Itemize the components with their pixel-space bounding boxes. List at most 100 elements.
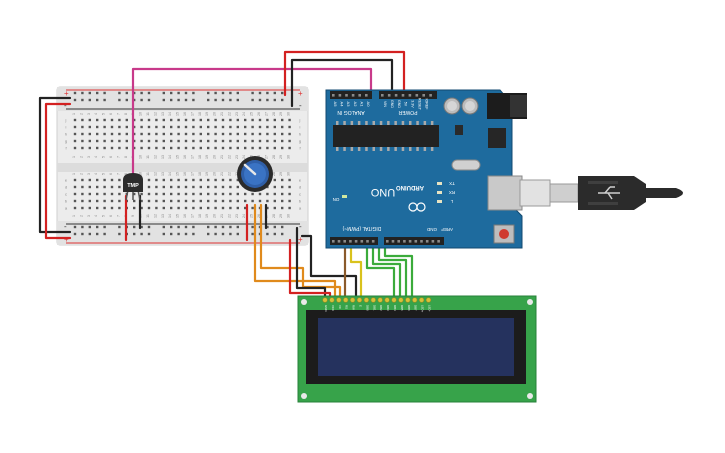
- grid-hole[interactable]: [177, 185, 180, 189]
- rail-hole[interactable]: [147, 91, 151, 95]
- rail-hole[interactable]: [221, 98, 225, 102]
- grid-hole[interactable]: [177, 178, 180, 182]
- grid-hole[interactable]: [221, 132, 225, 136]
- grid-hole[interactable]: [214, 146, 217, 150]
- grid-hole[interactable]: [162, 206, 165, 210]
- grid-hole[interactable]: [281, 185, 284, 189]
- grid-hole[interactable]: [244, 146, 247, 150]
- power-header[interactable]: [379, 91, 437, 99]
- rail-hole[interactable]: [184, 232, 188, 236]
- grid-hole[interactable]: [110, 206, 114, 210]
- header-pin[interactable]: [366, 240, 369, 243]
- grid-hole[interactable]: [244, 139, 247, 143]
- grid-hole[interactable]: [251, 125, 254, 129]
- grid-hole[interactable]: [147, 192, 151, 196]
- header-pin[interactable]: [420, 240, 423, 243]
- grid-hole[interactable]: [170, 192, 173, 196]
- rail-hole[interactable]: [273, 225, 276, 229]
- rail-hole[interactable]: [140, 225, 143, 229]
- grid-hole[interactable]: [170, 178, 173, 182]
- grid-hole[interactable]: [192, 132, 195, 136]
- grid-hole[interactable]: [273, 118, 276, 122]
- rail-hole[interactable]: [251, 225, 254, 229]
- grid-hole[interactable]: [251, 132, 254, 136]
- header-pin[interactable]: [431, 240, 435, 243]
- lcd-pin[interactable]: [343, 297, 349, 303]
- grid-hole[interactable]: [96, 118, 99, 122]
- grid-hole[interactable]: [133, 118, 136, 122]
- grid-hole[interactable]: [170, 125, 173, 129]
- rail-hole[interactable]: [177, 91, 180, 95]
- header-pin[interactable]: [386, 240, 389, 243]
- grid-hole[interactable]: [236, 192, 239, 196]
- header-pin[interactable]: [391, 240, 395, 243]
- grid-hole[interactable]: [133, 125, 136, 129]
- grid-hole[interactable]: [103, 178, 106, 182]
- rail-hole[interactable]: [73, 98, 77, 102]
- grid-hole[interactable]: [73, 125, 77, 129]
- rail-hole[interactable]: [273, 91, 276, 95]
- header-pin[interactable]: [351, 94, 355, 97]
- rail-hole[interactable]: [81, 98, 84, 102]
- rail-hole[interactable]: [236, 98, 239, 102]
- grid-hole[interactable]: [155, 185, 158, 189]
- grid-hole[interactable]: [229, 146, 232, 150]
- grid-hole[interactable]: [81, 206, 84, 210]
- grid-hole[interactable]: [192, 206, 195, 210]
- grid-hole[interactable]: [96, 139, 99, 143]
- grid-hole[interactable]: [229, 139, 232, 143]
- rail-hole[interactable]: [73, 232, 77, 236]
- grid-hole[interactable]: [140, 118, 143, 122]
- rail-hole[interactable]: [281, 98, 284, 102]
- rail-hole[interactable]: [103, 232, 106, 236]
- grid-hole[interactable]: [281, 146, 284, 150]
- rail-hole[interactable]: [221, 91, 225, 95]
- rail-hole[interactable]: [273, 232, 276, 236]
- rail-hole[interactable]: [170, 91, 173, 95]
- grid-hole[interactable]: [236, 185, 239, 189]
- grid-hole[interactable]: [155, 178, 158, 182]
- header-pin[interactable]: [354, 240, 358, 243]
- rail-hole[interactable]: [125, 98, 128, 102]
- header-pin[interactable]: [425, 240, 429, 243]
- grid-hole[interactable]: [192, 199, 195, 203]
- grid-hole[interactable]: [88, 139, 91, 143]
- grid-hole[interactable]: [81, 125, 84, 129]
- grid-hole[interactable]: [281, 139, 284, 143]
- grid-hole[interactable]: [236, 139, 239, 143]
- rail-hole[interactable]: [281, 91, 284, 95]
- grid-hole[interactable]: [266, 118, 269, 122]
- grid-hole[interactable]: [288, 192, 291, 196]
- grid-hole[interactable]: [229, 178, 232, 182]
- lcd-pin[interactable]: [377, 297, 383, 303]
- grid-hole[interactable]: [251, 192, 254, 196]
- rail-hole[interactable]: [229, 91, 232, 95]
- rail-hole[interactable]: [236, 91, 239, 95]
- grid-hole[interactable]: [199, 185, 202, 189]
- grid-hole[interactable]: [281, 118, 284, 122]
- grid-hole[interactable]: [88, 178, 91, 182]
- grid-hole[interactable]: [184, 146, 188, 150]
- rail-hole[interactable]: [96, 98, 99, 102]
- grid-hole[interactable]: [133, 199, 136, 203]
- grid-hole[interactable]: [184, 192, 188, 196]
- grid-hole[interactable]: [288, 178, 291, 182]
- rail-hole[interactable]: [236, 225, 239, 229]
- grid-hole[interactable]: [103, 118, 106, 122]
- rail-hole[interactable]: [147, 98, 151, 102]
- grid-hole[interactable]: [207, 185, 210, 189]
- grid-hole[interactable]: [96, 132, 99, 136]
- grid-hole[interactable]: [221, 125, 225, 129]
- grid-hole[interactable]: [214, 206, 217, 210]
- grid-hole[interactable]: [258, 139, 262, 143]
- header-pin[interactable]: [394, 94, 398, 97]
- grid-hole[interactable]: [110, 146, 114, 150]
- grid-hole[interactable]: [184, 185, 188, 189]
- grid-hole[interactable]: [125, 139, 128, 143]
- grid-hole[interactable]: [273, 199, 276, 203]
- grid-hole[interactable]: [147, 206, 151, 210]
- rail-hole[interactable]: [96, 232, 99, 236]
- rail-hole[interactable]: [184, 98, 188, 102]
- header-pin[interactable]: [437, 240, 440, 243]
